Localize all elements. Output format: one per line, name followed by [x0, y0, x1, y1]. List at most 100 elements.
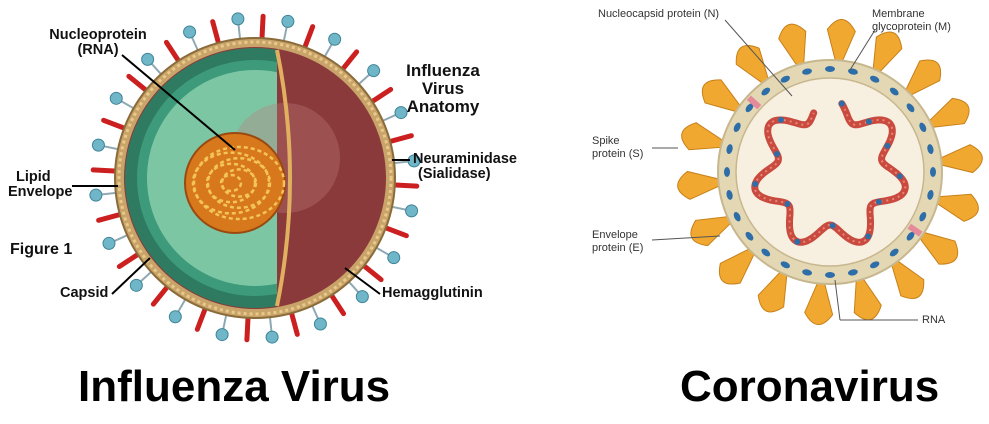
- membrane-glycoprotein: [825, 272, 835, 278]
- rna-strand: [192, 145, 286, 221]
- capsid-leader: [111, 257, 151, 295]
- envelope-leader: [651, 235, 721, 241]
- nucleocapsid-protein: [829, 222, 836, 229]
- spike-label-line1: Spike: [592, 135, 620, 147]
- spike-protein: [735, 44, 770, 85]
- membrane-glycoprotein: [825, 66, 835, 72]
- membrane-glycoprotein: [906, 231, 915, 241]
- spike-label-line2: protein (S): [592, 148, 644, 160]
- membrane-glycoprotein: [802, 68, 813, 75]
- spike-protein: [690, 215, 733, 247]
- membrane-glycoprotein: [761, 248, 771, 257]
- membrane-glycoprotein: [927, 189, 934, 200]
- nucleocapsid-protein: [777, 116, 784, 123]
- coronavirus-illustration: [651, 18, 983, 326]
- envelope-label-line2: protein (E): [592, 242, 644, 254]
- lipid-envelope-beads: [117, 40, 393, 316]
- spike-protein: [701, 79, 742, 113]
- envelope-label-line1: Envelope: [592, 229, 638, 241]
- membrane-glycoprotein: [930, 167, 936, 177]
- membrane-glycoprotein: [726, 144, 733, 155]
- neuraminidase-head: [141, 52, 155, 66]
- membrane-glycoprotein: [802, 269, 813, 276]
- membrane-leader: [849, 29, 876, 71]
- figure-label: Figure 1: [10, 241, 73, 258]
- membrane-glycoprotein: [919, 122, 927, 132]
- neuraminidase-label: Neuraminidase (Sialidase): [413, 152, 517, 182]
- membrane-label-line1: Membrane: [872, 8, 925, 20]
- hemagglutinin-leader: [344, 267, 381, 295]
- spike-protein: [757, 270, 788, 313]
- envelope-protein: [746, 95, 762, 110]
- rna-strand: [205, 162, 257, 204]
- neuraminidase-head: [129, 278, 143, 292]
- neuraminidase-head: [183, 25, 197, 39]
- nucleocapsid-leader: [724, 19, 793, 97]
- neuraminidase-label-line2: (Sialidase): [418, 166, 491, 182]
- nucleoprotein-label-line2: (RNA): [77, 42, 119, 58]
- spike-protein: [804, 280, 834, 326]
- heading-line-3: Anatomy: [406, 97, 480, 116]
- spike-protein: [890, 259, 925, 300]
- membrane-glycoprotein: [761, 87, 771, 96]
- neuraminidase-head: [102, 236, 116, 250]
- nucleocapsid-label: Nucleocapsid protein (N): [598, 8, 720, 20]
- neuraminidase-head: [168, 310, 182, 324]
- heading-line-1: Influenza: [406, 61, 480, 80]
- hemagglutinin-label: Hemagglutinin: [382, 285, 483, 301]
- spike-protein: [935, 193, 979, 222]
- membrane-glycoprotein-label: Membrane glycoprotein (M): [872, 8, 951, 34]
- membrane-glycoprotein: [889, 248, 899, 257]
- spike-protein: [718, 247, 756, 285]
- neuraminidase-head: [355, 290, 369, 304]
- nucleocapsid-protein: [865, 118, 872, 125]
- membrane-glycoprotein: [919, 212, 927, 222]
- neuraminidase-head: [215, 328, 229, 342]
- rna-label: RNA: [922, 314, 946, 326]
- neuraminidase-head: [89, 188, 103, 202]
- membrane-glycoprotein: [870, 75, 880, 83]
- neuraminidase-head: [405, 204, 419, 218]
- lipid-label-line1: Lipid: [16, 169, 51, 185]
- spike-protein: [938, 144, 983, 174]
- rna-strand: [219, 173, 243, 193]
- nucleocapsid-protein: [752, 181, 759, 188]
- cut-edge: [275, 49, 292, 307]
- neuraminidase-head: [387, 251, 401, 265]
- rna-leader-vertical: [834, 279, 841, 321]
- neuraminidase-label-line1: Neuraminidase: [413, 151, 517, 167]
- envelope-protein: [907, 223, 923, 237]
- spike-protein: [681, 122, 725, 151]
- nucleocapsid-protein: [896, 173, 903, 180]
- membrane-glycoprotein: [780, 261, 790, 269]
- spike-protein: [904, 59, 942, 97]
- membrane-glycoprotein: [906, 103, 915, 113]
- spike-protein: [918, 231, 959, 265]
- spike-protein: [677, 170, 722, 200]
- nucleoprotein-leader: [121, 54, 236, 151]
- capsid-label: Capsid: [60, 285, 109, 301]
- neuraminidase-head: [281, 14, 295, 28]
- coronavirus-caption: Coronavirus: [680, 362, 940, 411]
- membrane-glycoprotein: [870, 261, 880, 269]
- neuraminidase-head: [328, 32, 342, 46]
- membrane-label-line2: glycoprotein (M): [872, 21, 951, 33]
- membrane-glycoprotein: [847, 269, 858, 276]
- neuraminidase-head: [313, 317, 327, 331]
- neuraminidase-head: [91, 138, 105, 152]
- neuraminidase-head: [394, 106, 408, 120]
- membrane-glycoprotein: [745, 231, 754, 241]
- nucleocapsid-protein: [884, 142, 891, 149]
- nucleocapsid-protein: [865, 233, 872, 240]
- nucleocapsid-protein: [773, 150, 780, 157]
- membrane-glycoprotein: [726, 189, 733, 200]
- influenza-heading: Influenza Virus Anatomy: [388, 62, 498, 116]
- neuraminidase-head: [231, 12, 245, 26]
- neuraminidase-head: [109, 91, 123, 105]
- influenza-panel: Nucleoprotein (RNA) Influenza Virus Anat…: [8, 12, 517, 411]
- nucleocapsid-protein: [784, 201, 791, 208]
- membrane-glycoprotein: [733, 212, 741, 222]
- influenza-caption: Influenza Virus: [78, 362, 391, 411]
- membrane-glycoprotein: [889, 87, 899, 96]
- coronavirus-panel: Nucleocapsid protein (N) Membrane glycop…: [560, 0, 989, 424]
